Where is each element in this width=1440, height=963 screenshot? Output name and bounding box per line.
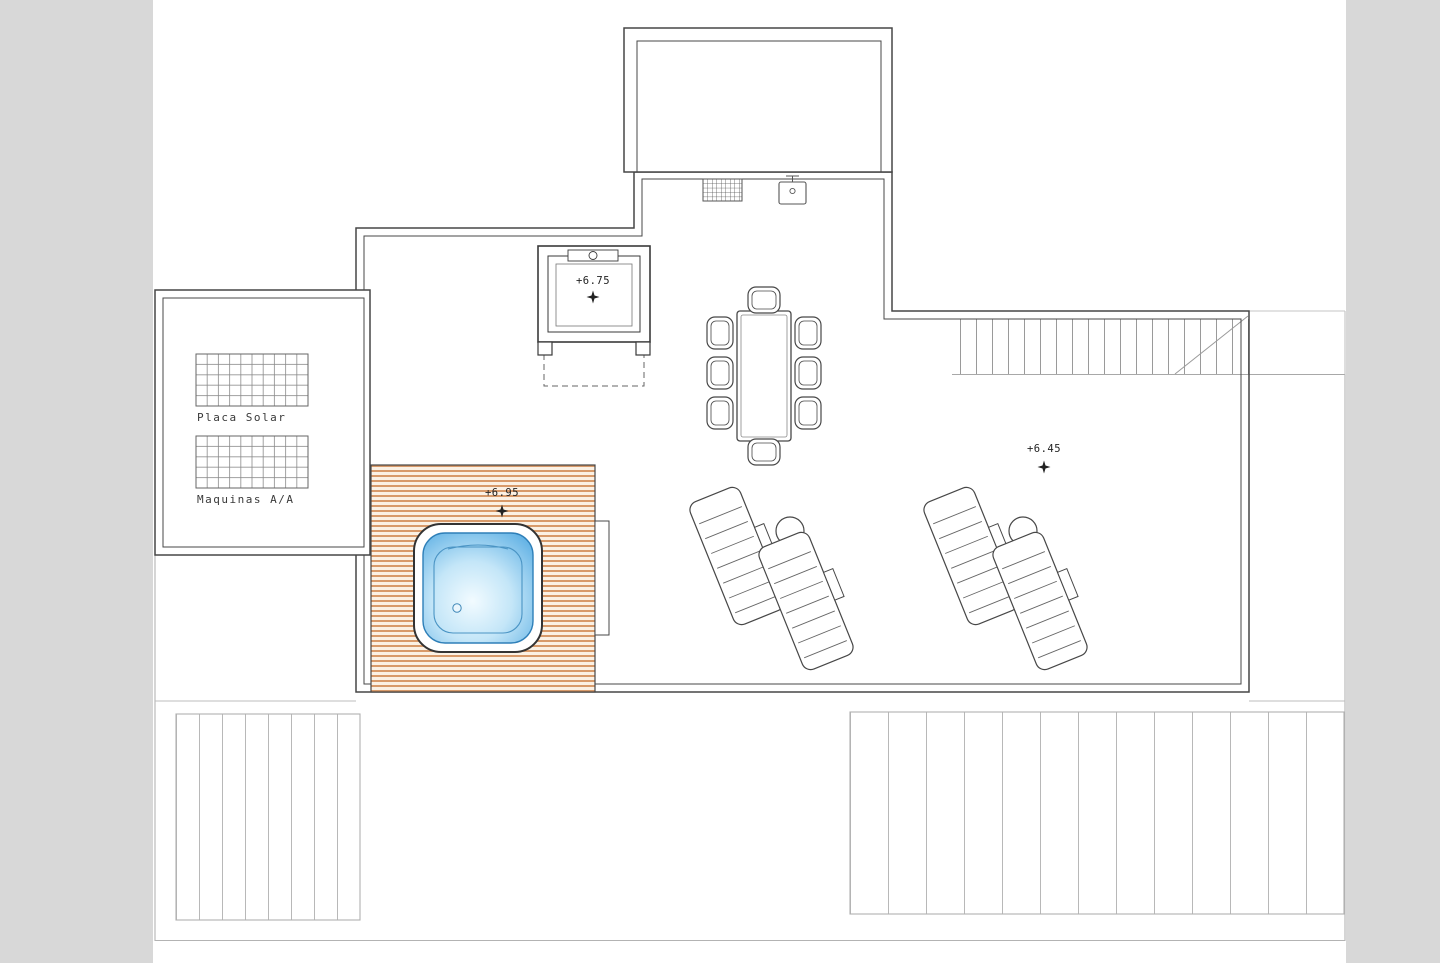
pergola-right (849, 711, 1345, 915)
elevator-cab (555, 263, 633, 327)
dining-chair (747, 438, 781, 466)
deck-bench (594, 520, 610, 636)
dining-chair (794, 396, 822, 430)
dining-chair (706, 396, 734, 430)
dining-chair (794, 316, 822, 350)
lounger-side-table (1056, 567, 1079, 601)
wall-stub-right (635, 341, 651, 356)
dining-chair (706, 356, 734, 390)
plan-boundary (154, 310, 1346, 942)
solar-panel-grid (195, 353, 309, 407)
pergola-left (175, 713, 361, 921)
sun-lounger (758, 531, 854, 671)
side-strip-right (1346, 0, 1440, 963)
level-marker-star (495, 504, 509, 518)
wall-stub-left (537, 341, 553, 356)
jacuzzi-water (422, 532, 534, 644)
tower (623, 27, 893, 173)
dining-table (736, 310, 792, 442)
terrace-level-label: +6.45 (1027, 443, 1061, 455)
terrace-outline (355, 171, 1250, 693)
staircase (960, 315, 1249, 375)
maquinas-label: Maquinas A/A (197, 493, 294, 506)
ac-machines-grid (195, 435, 309, 489)
elevator-level-label: +6.75 (576, 275, 610, 287)
dining-chair (794, 356, 822, 390)
dining-set (706, 286, 822, 466)
sun-lounger (923, 486, 1019, 626)
elevator-motor (567, 249, 619, 262)
deck-level-label: +6.95 (485, 487, 519, 499)
stair-break-line (1174, 315, 1249, 375)
dining-chair (706, 316, 734, 350)
lounger-side-table (822, 567, 845, 601)
jacuzzi-pillow (447, 544, 509, 550)
lounger-pair (689, 486, 854, 671)
machine-room (154, 289, 371, 556)
sun-lounger (992, 531, 1088, 671)
level-marker-star (586, 290, 600, 304)
dining-chair (747, 286, 781, 314)
side-strip-left (0, 0, 153, 963)
vent-grille (702, 178, 743, 202)
jacuzzi-seat-contour (433, 546, 523, 634)
placa-solar-label: Placa Solar (197, 411, 286, 424)
sink (778, 175, 807, 205)
level-marker-star (1037, 460, 1051, 474)
elevator: +6.75 (537, 245, 651, 387)
terrace-level-marker: +6.45 (1027, 443, 1061, 474)
jacuzzi (413, 523, 543, 653)
jacuzzi-drain (452, 603, 462, 613)
elevator-dashed-shaft (543, 344, 645, 387)
lounger-pair (923, 486, 1088, 671)
